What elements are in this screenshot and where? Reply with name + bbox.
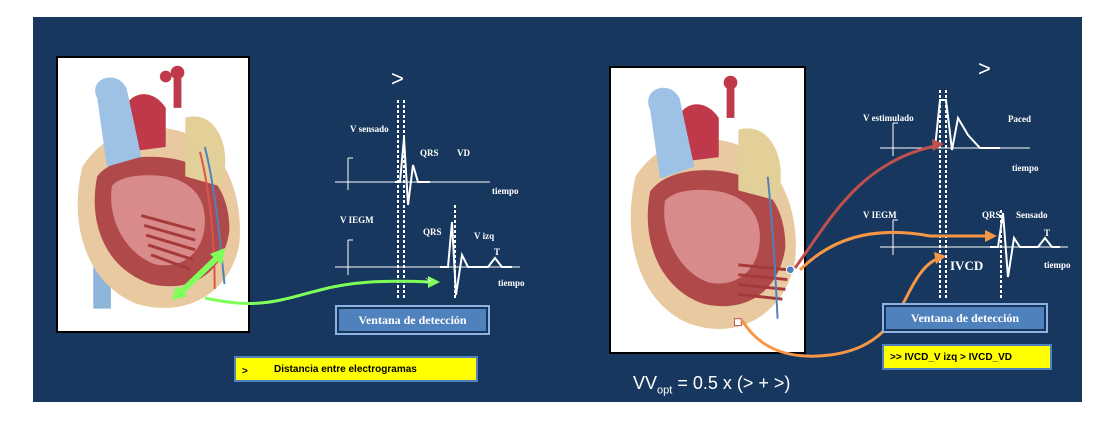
formula-subscript: opt — [657, 385, 672, 397]
left-label-viegm: V IEGM — [340, 215, 374, 225]
left-label-qrs-top: QRS — [420, 148, 439, 158]
heart-illustration-right — [609, 66, 806, 354]
formula-rest: = 0.5 x (> + >) — [672, 373, 790, 393]
right-label-sensado: Sensado — [1016, 210, 1048, 220]
ivcd-formula-label: >> IVCD_V izq > IVCD_VD — [890, 352, 1012, 363]
right-label-tiempo-top: tiempo — [1012, 163, 1039, 173]
heart-drawing-right — [611, 68, 804, 352]
distancia-box: > Distancia entre electrogramas — [234, 356, 478, 382]
right-label-tiempo-bottom: tiempo — [1044, 260, 1071, 270]
distancia-label: Distancia entre electrogramas — [274, 364, 417, 375]
right-label-vestimulado: V estimulado — [863, 113, 914, 123]
left-label-vizq: V izq — [474, 231, 494, 241]
heart-illustration-left — [56, 56, 250, 333]
left-label-tiempo-top: tiempo — [492, 186, 519, 196]
right-label-viegm: V IEGM — [863, 210, 897, 220]
heart-drawing-left — [58, 58, 248, 331]
formula-main: VV — [633, 373, 657, 393]
distancia-prefix: > — [242, 366, 248, 377]
left-gt-symbol-top: > — [391, 66, 404, 92]
left-ventana-label: Ventana de detección — [339, 309, 486, 331]
vv-opt-formula: VVopt = 0.5 x (> + >) — [633, 373, 790, 397]
right-ventana-box: Ventana de detección — [882, 303, 1048, 333]
right-label-paced: Paced — [1008, 114, 1031, 124]
left-label-vd: VD — [457, 148, 470, 158]
left-label-t: T — [494, 247, 500, 257]
right-label-qrs: QRS — [982, 210, 1001, 220]
left-label-tiempo-bottom: tiempo — [498, 278, 525, 288]
right-label-ivcd: IVCD — [950, 258, 983, 274]
left-label-qrs-bottom: QRS — [423, 227, 442, 237]
left-label-vsensado: V sensado — [350, 124, 389, 134]
right-gt-symbol-top: > — [978, 56, 991, 82]
ivcd-formula-box: >> IVCD_V izq > IVCD_VD — [882, 344, 1052, 370]
right-label-t: T — [1044, 228, 1050, 238]
right-ventana-label: Ventana de detección — [886, 307, 1044, 329]
left-ventana-box: Ventana de detección — [335, 305, 490, 335]
left-label-gt-mid: > — [425, 275, 431, 287]
